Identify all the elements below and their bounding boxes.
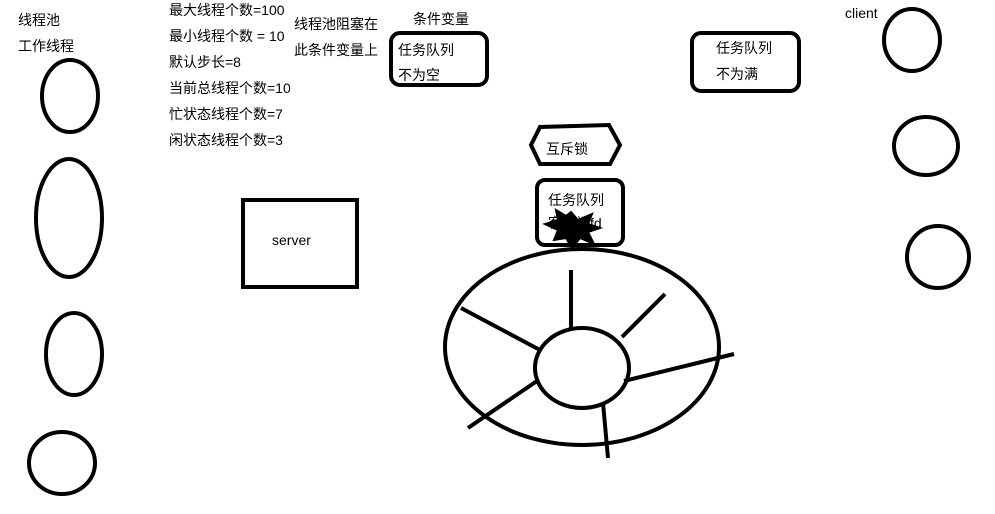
client-label: client	[845, 5, 878, 21]
param-idle-threads: 闲状态线程个数=3	[169, 132, 283, 148]
blocked-note-line1: 线程池阻塞在	[294, 16, 378, 32]
worker-thread-2	[36, 159, 102, 277]
task-queue-line1: 任务队列	[548, 192, 604, 208]
mutex-hexagon	[531, 125, 620, 164]
client-2	[894, 117, 958, 175]
client-1	[884, 9, 940, 71]
wheel-outer	[445, 249, 719, 445]
not-full-line1: 任务队列	[716, 40, 772, 56]
cond-not-empty-box	[391, 33, 487, 85]
worker-threads-label: 工作线程	[18, 38, 74, 54]
blocked-note-line2: 此条件变量上	[294, 42, 378, 58]
worker-thread-4	[29, 432, 95, 494]
cond-var-label: 条件变量	[413, 11, 469, 27]
param-busy-threads: 忙状态线程个数=7	[169, 106, 283, 122]
not-empty-line2: 不为空	[398, 67, 440, 83]
param-min-threads: 最小线程个数 = 10	[169, 28, 285, 44]
client-3	[907, 226, 969, 288]
param-step: 默认步长=8	[169, 54, 241, 70]
server-box	[243, 200, 357, 287]
task-queue-box	[537, 180, 623, 245]
wheel-inner	[535, 328, 629, 408]
server-label: server	[272, 232, 311, 248]
thread-pool-title: 线程池	[18, 12, 60, 28]
task-queue-line2: 客户端fd	[548, 215, 602, 231]
worker-thread-1	[42, 60, 98, 132]
not-full-line2: 不为满	[716, 66, 758, 82]
wheel-spoke-2	[622, 294, 665, 337]
param-max-threads: 最大线程个数=100	[169, 2, 285, 18]
wheel-spoke-3	[624, 354, 734, 381]
cond-not-full-box	[692, 33, 799, 91]
wheel-spoke-5	[468, 381, 537, 428]
wheel-spoke-4	[603, 403, 608, 458]
wheel-spoke-6	[461, 308, 540, 350]
not-empty-line1: 任务队列	[398, 42, 454, 58]
mutex-label: 互斥锁	[546, 141, 588, 157]
param-total-threads: 当前总线程个数=10	[169, 80, 291, 96]
worker-thread-3	[46, 313, 102, 395]
